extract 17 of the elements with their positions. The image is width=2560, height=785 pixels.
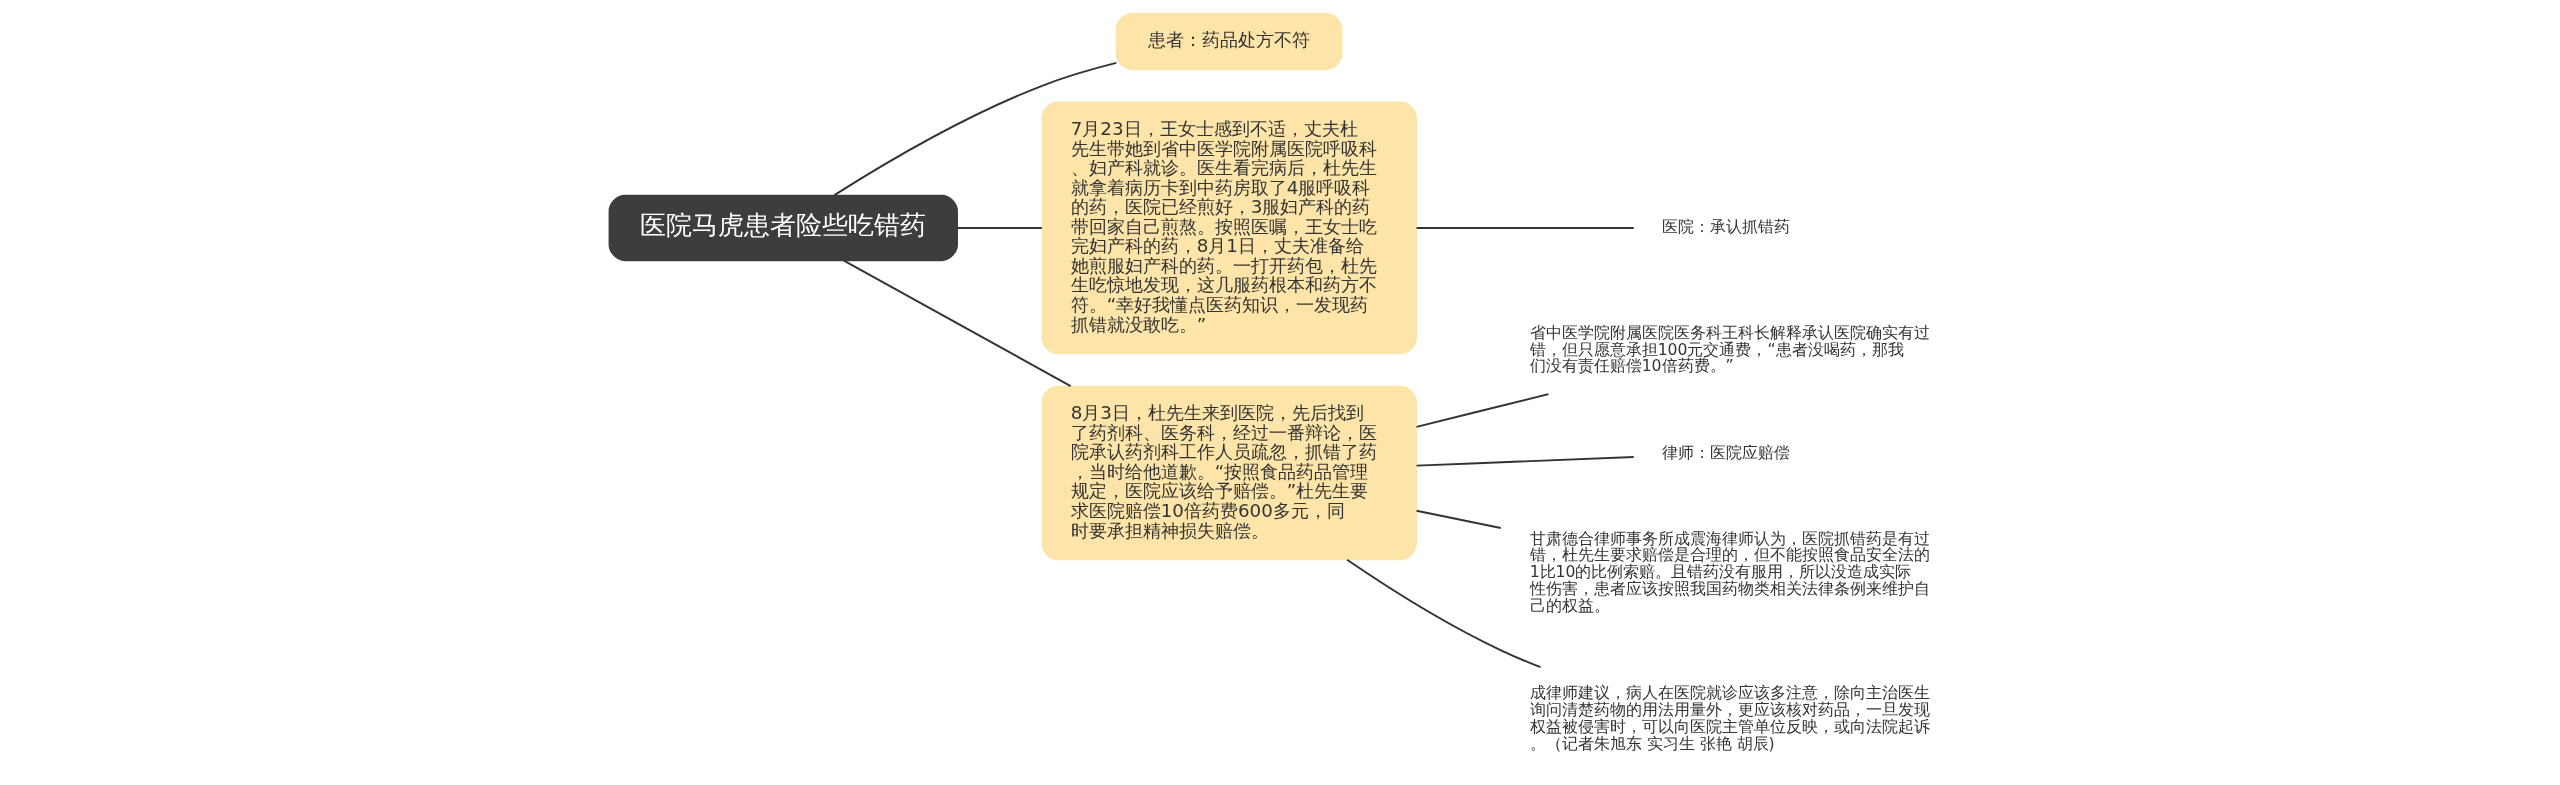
node-text: 甘肃德合律师事务所成震海律师认为，医院抓错药是有过错，杜先生要求赔偿是合理的，但不能按照食品安全法的1比10的比例索赔。且错药没有服用，所以没造成实际性伤害，患者应该按照我国药物类相关法律条例来维护自己的权益。	[1529, 528, 1930, 616]
node-box: 7月23日，王女士感到不适，丈夫杜先生带她到省中医学院附属医院呼吸科、妇产科就诊。医生看完病后，杜先生就拿着病历卡到中药房取了4服呼吸科的药，医院已经煎好，3服妇产科的药带回家自己煎熬。按照医嘱，王女士吃完妇产科的药，8月1日，丈夫准备给她煎服妇产科的药。一打开药包，杜先生吃惊地发现，这几服药根本和药方不符。“幸好我懂点医药知识，一发现药抓错就没敢吃。”	[1041, 101, 1417, 355]
connector	[956, 226, 1043, 229]
node-box: 患者：药品处方不符	[1115, 12, 1343, 71]
connector	[1415, 456, 1635, 467]
node-box: 医院马虎患者险些吃错药	[608, 194, 958, 262]
connector	[1415, 509, 1502, 529]
connector	[1415, 226, 1635, 229]
connector	[1346, 558, 1542, 669]
node-box: 8月3日，杜先生来到医院，先后找到了药剂科、医务科，经过一番辩论，医院承认药剂科工作人员疏忽，抓错了药，当时给他道歉。“按照食品药品管理规定，医院应该给予赔偿。”杜先生要求医院赔偿10倍药费600多元，同时要承担精神损失赔偿。	[1041, 385, 1417, 561]
node-text: 成律师建议，病人在医院就诊应该多注意，除向主治医生询问清楚药物的用法用量外，更应该核对药品，一旦发现权益被侵害时，可以向医院主管单位反映，或向法院起诉。（记者朱旭东 实习生 张艳 胡辰)	[1529, 683, 1930, 753]
connector	[833, 61, 1118, 197]
node-text: 律师：医院应赔偿	[1661, 442, 1790, 462]
connector	[842, 259, 1072, 388]
connector	[1415, 393, 1550, 428]
node-text: 医院：承认抓错药	[1661, 216, 1790, 236]
node-text: 省中医学院附属医院医务科王科长解释承认医院确实有过错，但只愿意承担100元交通费，“患者没喝药，那我们没有责任赔偿10倍药费。”	[1529, 322, 1930, 376]
